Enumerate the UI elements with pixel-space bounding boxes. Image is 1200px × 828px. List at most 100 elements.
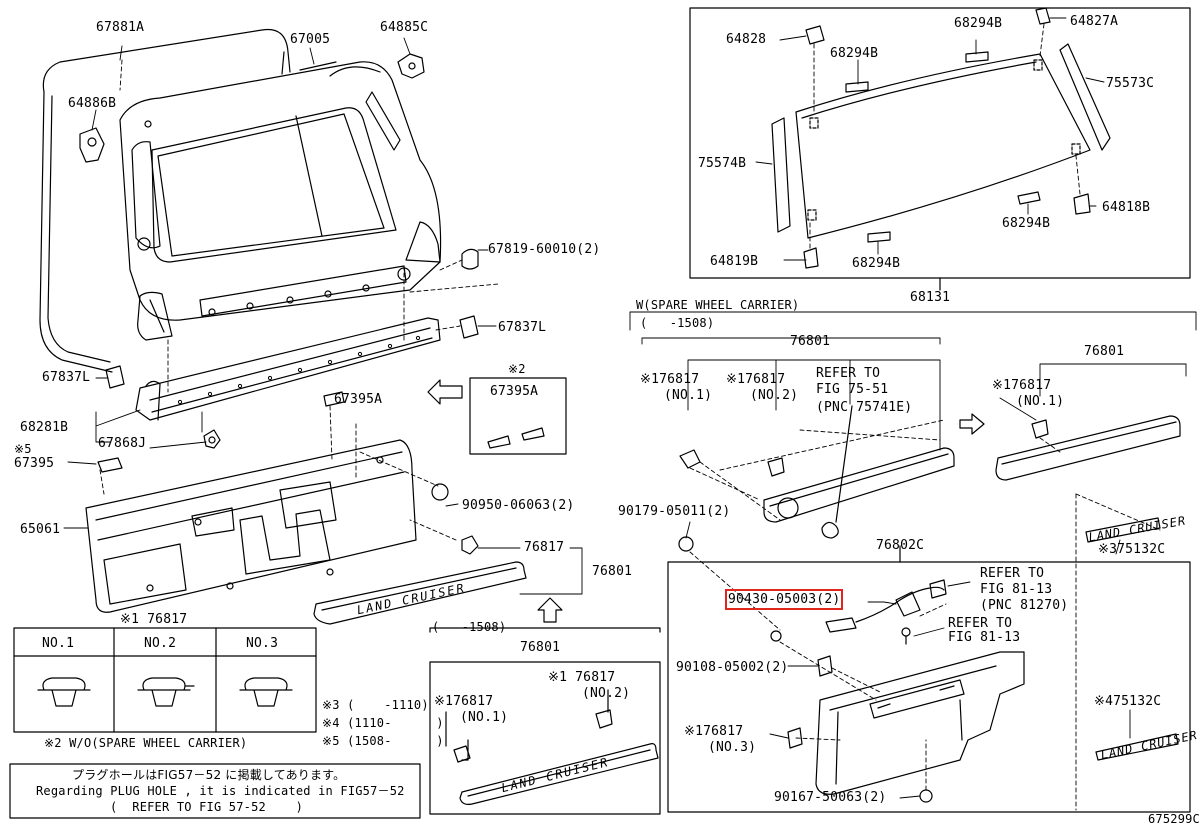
part-76801-spare[interactable]: 76801: [790, 334, 831, 349]
no1-spare: (NO.1): [664, 388, 713, 403]
no2-spare: (NO.2): [750, 388, 799, 403]
switch-harness: [825, 579, 947, 645]
leader-lines-left: [63, 37, 583, 595]
part-64886B[interactable]: 64886B: [68, 96, 117, 111]
part-76801-right[interactable]: 76801: [1084, 344, 1125, 359]
refer-81a-line1[interactable]: REFER TO: [980, 566, 1045, 581]
clip-table-part[interactable]: ※1 76817: [120, 612, 188, 627]
part-64828[interactable]: 64828: [726, 32, 767, 47]
emblem-75132C-top: [1075, 493, 1161, 811]
molding-76801-center: [313, 561, 527, 625]
molding-76801-right: [995, 415, 1181, 481]
refer-81a-line3[interactable]: (PNC 81270): [980, 598, 1069, 613]
note-5: ※5 (1508- ): [322, 734, 444, 748]
emblem-75132C-bottom: [1095, 733, 1179, 761]
refer-75-line1[interactable]: REFER TO: [816, 366, 881, 381]
part-67837L-left[interactable]: 67837L: [42, 370, 91, 385]
part-67819-60010[interactable]: 67819-60010(2): [488, 242, 601, 257]
no2-center: (NO.2): [582, 686, 631, 701]
part-75573C[interactable]: 75573C: [1106, 76, 1155, 91]
no3-label: (NO.3): [708, 740, 757, 755]
range-1508-spare: ( -1508): [640, 316, 715, 330]
part-64819B[interactable]: 64819B: [710, 254, 759, 269]
molding-box-center: [429, 627, 661, 815]
clip-table: [13, 627, 317, 733]
arrow-up-76801: [537, 597, 563, 623]
note-2: ※2 W/O(SPARE WHEEL CARRIER): [44, 736, 248, 750]
part-67881A[interactable]: 67881A: [96, 20, 145, 35]
part-67395A[interactable]: 67395A: [334, 392, 383, 407]
part-176817-right[interactable]: ※176817: [992, 378, 1052, 393]
back-door-panel-67005: [119, 61, 442, 341]
note-4: ※4 (1110- ): [322, 716, 444, 730]
glass-box-68131: [689, 7, 1191, 279]
part-68294B-1[interactable]: 68294B: [830, 46, 879, 61]
no1-center: (NO.1): [460, 710, 509, 725]
box-76802C: [667, 561, 1191, 813]
clip-table-header-no3: NO.3: [246, 636, 279, 651]
part-90108-05002[interactable]: 90108-05002(2): [676, 660, 789, 675]
plug-note-jp: プラグホールはFIG57－52 に掲載してあります。: [72, 768, 346, 782]
diagram-id: 675299C: [1148, 812, 1200, 826]
part-75574B[interactable]: 75574B: [698, 156, 747, 171]
plug-note-ref[interactable]: ( REFER TO FIG 57-52 ): [110, 800, 304, 814]
handle-76802C: [815, 651, 1025, 795]
arrow-to-67395A: [427, 379, 463, 405]
part-68294B-4[interactable]: 68294B: [852, 256, 901, 271]
part-90167-50063[interactable]: 90167-50063(2): [774, 790, 887, 805]
inset-part-67395A[interactable]: 67395A: [490, 384, 539, 399]
clip-table-header-no2: NO.2: [144, 636, 177, 651]
note5-mark: ※5: [14, 442, 32, 456]
refer-75-line3[interactable]: (PNC 75741E): [816, 400, 913, 415]
part-68294B-2[interactable]: 68294B: [954, 16, 1003, 31]
small-clips-left: [79, 53, 479, 555]
w-spare-wheel-carrier: W(SPARE WHEEL CARRIER): [636, 298, 800, 312]
part-67005[interactable]: 67005: [290, 32, 331, 47]
inset-mark: ※2: [508, 362, 526, 376]
no1-right: (NO.1): [1016, 394, 1065, 409]
refer-81b-line1[interactable]: REFER TO: [948, 616, 1013, 631]
refer-81b-line2[interactable]: FIG 81-13: [948, 630, 1021, 645]
part-176817-no2-center[interactable]: ※1 76817: [548, 670, 616, 685]
part-68281B[interactable]: 68281B: [20, 420, 69, 435]
part-75132C-top[interactable]: ※375132C: [1098, 542, 1166, 557]
clip-table-header-no1: NO.1: [42, 636, 75, 651]
plug-note-box: [9, 763, 421, 819]
plug-note-en: Regarding PLUG HOLE , it is indicated in…: [36, 784, 405, 798]
refer-75-line2[interactable]: FIG 75-51: [816, 382, 889, 397]
arrow-right-spare: [959, 413, 985, 435]
part-90179-05011[interactable]: 90179-05011(2): [618, 504, 731, 519]
leader-lines-right: [685, 397, 1131, 799]
inset-box-67395A: [469, 377, 567, 455]
part-64827A[interactable]: 64827A: [1070, 14, 1119, 29]
part-176817-no1-center[interactable]: ※176817: [434, 694, 494, 709]
part-65061[interactable]: 65061: [20, 522, 61, 537]
part-176817-no2-spare[interactable]: ※176817: [726, 372, 786, 387]
part-76817-mid[interactable]: 76817: [524, 540, 565, 555]
part-76802C[interactable]: 76802C: [876, 538, 925, 553]
part-176817-no3[interactable]: ※176817: [684, 724, 744, 739]
part-64818B[interactable]: 64818B: [1102, 200, 1151, 215]
refer-81a-line2[interactable]: FIG 81-13: [980, 582, 1053, 597]
part-67395[interactable]: 67395: [14, 456, 55, 471]
part-76801-center-box[interactable]: 76801: [520, 640, 561, 655]
part-67837L-right[interactable]: 67837L: [498, 320, 547, 335]
part-68294B-3[interactable]: 68294B: [1002, 216, 1051, 231]
part-76801-mid[interactable]: 76801: [592, 564, 633, 579]
bracket-w-spare: [629, 311, 1197, 451]
part-67868J[interactable]: 67868J: [98, 436, 147, 451]
part-64885C[interactable]: 64885C: [380, 20, 429, 35]
part-176817-no1-spare[interactable]: ※176817: [640, 372, 700, 387]
molding-76801-spare: [679, 405, 955, 539]
part-90950-06063[interactable]: 90950-06063(2): [462, 498, 575, 513]
part-68131[interactable]: 68131: [910, 290, 951, 305]
leader-lines-glass: [755, 17, 1105, 261]
part-75132C-bottom[interactable]: ※475132C: [1094, 694, 1162, 709]
weatherstrip-67881A: [39, 28, 291, 373]
range-1508-center: ( -1508): [432, 620, 507, 634]
back-glass: [771, 7, 1111, 269]
note-3: ※3 ( -1110): [322, 698, 429, 712]
part-90430-05003-highlighted[interactable]: 90430-05003(2): [724, 589, 844, 610]
